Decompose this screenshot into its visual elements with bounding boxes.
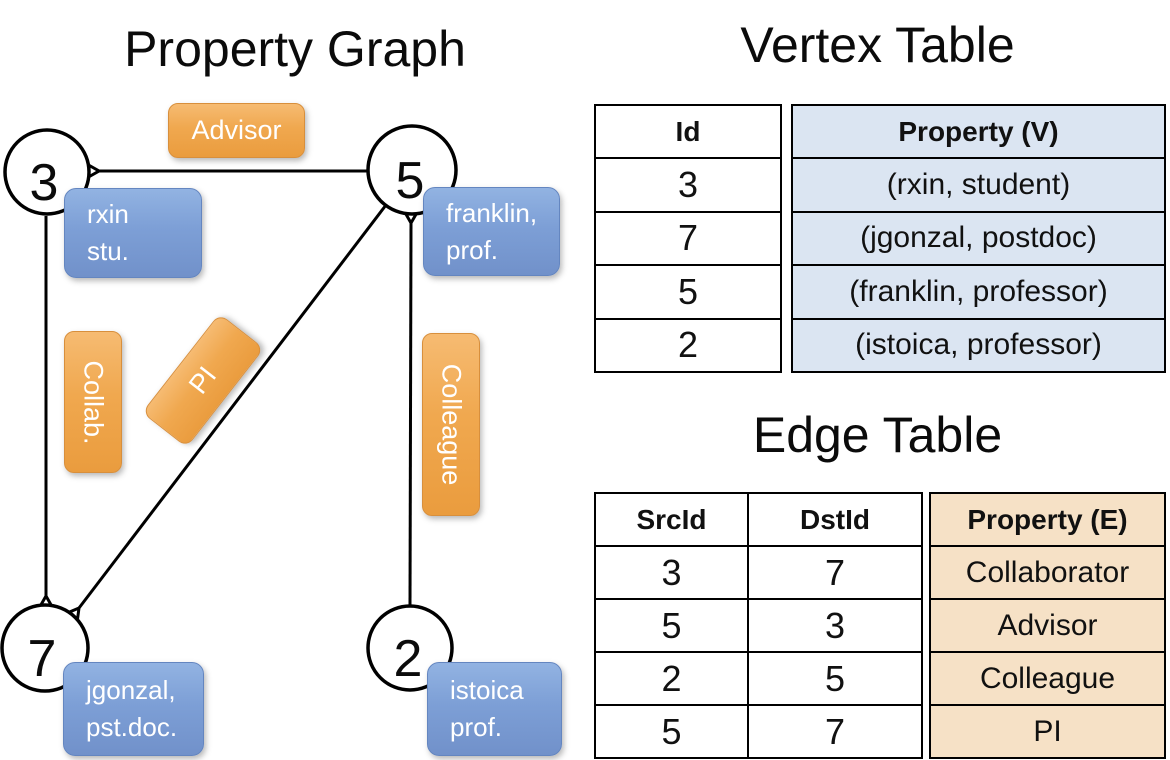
node-label-line: franklin, — [446, 197, 538, 228]
node-label-jgonzal: jgonzal, pst.doc. — [63, 662, 204, 756]
vertex-id-cell: 7 — [594, 210, 782, 267]
table-row: Advisor — [929, 598, 1166, 653]
edge-label-collaborator: Collab. — [64, 331, 122, 473]
node-label-line: jgonzal, — [86, 675, 176, 706]
table-row: Colleague — [929, 651, 1166, 706]
table-row: SrcId DstId — [594, 492, 923, 547]
node-label-istoica: istoica prof. — [427, 662, 562, 756]
table-row: (franklin, professor) — [791, 264, 1166, 320]
table-row: Property (E) — [929, 492, 1166, 547]
edge-dstid-header: DstId — [747, 492, 923, 547]
table-row: 3 — [594, 157, 782, 213]
edge-property-cell: PI — [929, 704, 1166, 759]
vertex-property-cell: (istoica, professor) — [791, 317, 1166, 373]
edge-label-pi-text: PI — [182, 360, 223, 400]
table-row: (jgonzal, postdoc) — [791, 210, 1166, 267]
edge-label-colleague-text: Colleague — [436, 363, 467, 486]
vertex-table-id-column: Id 3 7 5 2 — [594, 103, 782, 373]
vertex-id-cell: 3 — [594, 157, 782, 213]
node-label-line: stu. — [87, 236, 129, 266]
edge-5-to-7-pi — [79, 204, 388, 608]
table-row: 5 — [594, 264, 782, 320]
vertex-table-title: Vertex Table — [740, 17, 1015, 73]
table-row: 2 — [594, 317, 782, 373]
edge-dstid-cell: 5 — [747, 651, 923, 706]
vertex-property-cell: (franklin, professor) — [791, 264, 1166, 320]
node-label-line: pst.doc. — [86, 712, 178, 742]
vertex-property-header: Property (V) — [791, 103, 1166, 160]
edge-property-cell: Colleague — [929, 651, 1166, 706]
vertex-id-cell: 5 — [594, 264, 782, 320]
vertex-property-cell: (rxin, student) — [791, 157, 1166, 213]
node-id-3: 3 — [30, 154, 59, 212]
edge-label-colleague: Colleague — [422, 333, 480, 516]
node-label-rxin: rxin stu. — [64, 188, 202, 278]
table-row: 5 7 — [594, 704, 923, 759]
edge-table-title: Edge Table — [752, 407, 1003, 463]
edge-srcid-cell: 5 — [594, 598, 749, 653]
table-row: Collaborator — [929, 545, 1166, 600]
table-row: 7 — [594, 210, 782, 267]
edge-srcid-header: SrcId — [594, 492, 749, 547]
edge-dstid-cell: 7 — [747, 545, 923, 600]
edge-property-header: Property (E) — [929, 492, 1166, 547]
table-row: 5 3 — [594, 598, 923, 653]
node-label-line: rxin — [87, 199, 129, 230]
table-row: (istoica, professor) — [791, 317, 1166, 373]
edge-property-cell: Advisor — [929, 598, 1166, 653]
edge-label-advisor-text: Advisor — [191, 115, 282, 145]
edge-table-id-columns: SrcId DstId 3 7 5 3 2 5 5 7 — [594, 492, 923, 759]
table-row: PI — [929, 704, 1166, 759]
property-graph-title: Property Graph — [124, 21, 466, 77]
edge-property-cell: Collaborator — [929, 545, 1166, 600]
edge-srcid-cell: 2 — [594, 651, 749, 706]
table-row: Id — [594, 103, 782, 160]
node-label-line: prof. — [450, 712, 503, 742]
table-row: 2 5 — [594, 651, 923, 706]
edge-label-advisor: Advisor — [168, 103, 305, 158]
edge-srcid-cell: 5 — [594, 704, 749, 759]
edge-2-to-5-colleague — [410, 223, 411, 606]
edge-srcid-cell: 3 — [594, 545, 749, 600]
edge-dstid-cell: 3 — [747, 598, 923, 653]
vertex-id-cell: 2 — [594, 317, 782, 373]
node-id-5: 5 — [396, 152, 425, 210]
node-id-2: 2 — [394, 630, 423, 688]
edge-label-collaborator-text: Collab. — [78, 359, 109, 445]
node-label-line: prof. — [446, 234, 499, 265]
edge-dstid-cell: 7 — [747, 704, 923, 759]
edge-table-property-column: Property (E) Collaborator Advisor Collea… — [929, 492, 1166, 759]
table-row: (rxin, student) — [791, 157, 1166, 213]
node-label-franklin: franklin, prof. — [423, 187, 560, 276]
vertex-id-header: Id — [594, 103, 782, 160]
vertex-table-property-column: Property (V) (rxin, student) (jgonzal, p… — [791, 103, 1166, 373]
vertex-property-cell: (jgonzal, postdoc) — [791, 210, 1166, 267]
node-label-line: istoica — [450, 675, 524, 706]
table-row: Property (V) — [791, 103, 1166, 160]
node-id-7: 7 — [28, 630, 57, 688]
table-row: 3 7 — [594, 545, 923, 600]
